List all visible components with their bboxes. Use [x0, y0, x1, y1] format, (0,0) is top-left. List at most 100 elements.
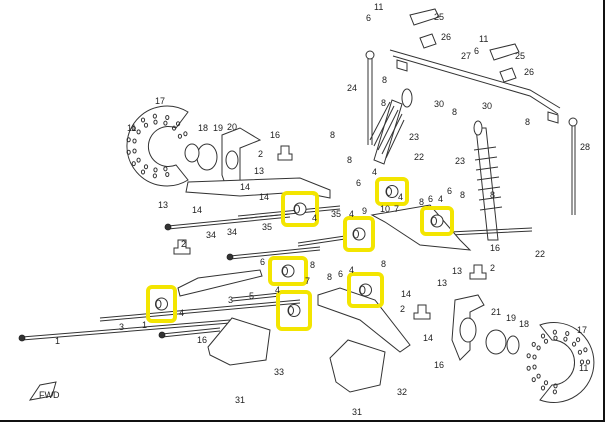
callout-label: 6	[366, 13, 371, 23]
bolts	[18, 205, 533, 342]
callout-label: 8	[327, 272, 332, 282]
brake-disc-left	[126, 105, 189, 187]
callout-label: 10	[380, 204, 390, 214]
callout-label: 3	[228, 295, 233, 305]
callout-label: 4	[398, 192, 403, 202]
disc-hole	[536, 345, 541, 351]
disc-hole	[526, 353, 531, 359]
callout-label: 33	[274, 367, 284, 377]
disc-hole	[540, 333, 546, 339]
disc-hole	[126, 149, 131, 155]
bushing-highlight-box	[375, 177, 409, 206]
callout-label: 31	[352, 407, 362, 417]
bushing-highlight-box	[268, 256, 308, 286]
callout-label: 6	[338, 269, 343, 279]
disc-hole	[175, 121, 181, 127]
callout-label: 13	[452, 266, 462, 276]
callout-label: 16	[434, 360, 444, 370]
disc-hole	[536, 373, 541, 379]
callout-label: 6	[260, 257, 265, 267]
callout-label: 4	[312, 213, 317, 223]
callout-label: 22	[414, 152, 424, 162]
callout-label: 6	[428, 194, 433, 204]
shock-absorber-right	[473, 120, 503, 241]
disc-hole	[132, 138, 137, 144]
bushing-bore	[294, 204, 300, 214]
callout-label: 1	[142, 320, 147, 330]
callout-label: 28	[580, 142, 590, 152]
svg-text:FWD: FWD	[39, 390, 60, 400]
callout-label: 31	[235, 395, 245, 405]
callout-label: 26	[441, 32, 451, 42]
disc-hole	[543, 338, 549, 344]
shock-absorber-left	[369, 88, 413, 165]
callout-label: 13	[158, 200, 168, 210]
callout-label: 35	[262, 222, 272, 232]
callout-label: 8	[419, 197, 424, 207]
disc-hole	[563, 336, 568, 342]
callout-label: 8	[382, 75, 387, 85]
disc-hole	[143, 164, 149, 170]
lower-a-arm-left	[177, 177, 331, 297]
callout-label: 8	[310, 260, 315, 270]
callout-label: 14	[401, 289, 411, 299]
callout-label: 7	[394, 204, 399, 214]
callout-label: 11	[479, 34, 488, 44]
callout-label: 8	[490, 190, 495, 200]
callout-label: 11	[127, 123, 136, 133]
disc-hole	[543, 380, 549, 386]
callout-label: 25	[515, 51, 525, 61]
disc-hole	[136, 157, 141, 163]
disc-hole	[532, 364, 537, 370]
disc-hole	[540, 385, 546, 391]
callout-label: 34	[206, 230, 216, 240]
bushing-bore	[155, 299, 162, 309]
disc-hole	[571, 341, 577, 347]
callout-label: 11	[579, 363, 588, 373]
callout-label: 8	[381, 98, 386, 108]
disc-hole	[531, 341, 536, 347]
bushing-highlight-box	[420, 206, 454, 236]
lower-a-arm-right	[317, 287, 411, 353]
callout-label: 1	[55, 336, 60, 346]
callout-label: 16	[197, 335, 207, 345]
disc-hole	[132, 148, 137, 154]
disc-hole	[143, 122, 149, 128]
callout-label: 25	[434, 12, 444, 22]
disc-hole	[171, 125, 177, 131]
skid-plate-right	[329, 339, 386, 393]
disc-hole	[552, 389, 557, 395]
disc-hole	[526, 365, 531, 371]
callout-label: 6	[447, 186, 452, 196]
callout-label: 23	[409, 132, 419, 142]
callout-label: 8	[347, 155, 352, 165]
callout-label: 19	[506, 313, 516, 323]
callout-label: 5	[249, 291, 254, 301]
disc-hole	[152, 173, 157, 179]
callout-label: 34	[227, 227, 237, 237]
disc-hole	[583, 347, 588, 353]
callout-label: 27	[461, 51, 471, 61]
disc-hole	[163, 120, 168, 126]
brake-disc-right	[526, 322, 595, 403]
disc-hole	[585, 359, 591, 365]
callout-label: 3	[119, 322, 124, 332]
disc-hole	[140, 169, 146, 175]
disc-hole	[131, 125, 136, 131]
disc-hole	[553, 335, 558, 341]
callout-label: 13	[437, 278, 447, 288]
callout-label: 35	[331, 209, 341, 219]
disc-hole	[531, 377, 536, 383]
callout-label: 8	[452, 107, 457, 117]
disc-hole	[131, 161, 136, 167]
callout-label: 2	[181, 239, 186, 249]
disc-hole	[532, 354, 537, 360]
callout-label: 32	[397, 387, 407, 397]
disc-hole	[177, 133, 183, 139]
disc-hole	[165, 114, 170, 120]
disc-hole	[575, 337, 581, 343]
skid-plate-left	[207, 317, 271, 366]
bushing-highlight-box	[347, 272, 384, 308]
callout-label: 24	[347, 83, 357, 93]
bushing-bore	[431, 216, 437, 226]
